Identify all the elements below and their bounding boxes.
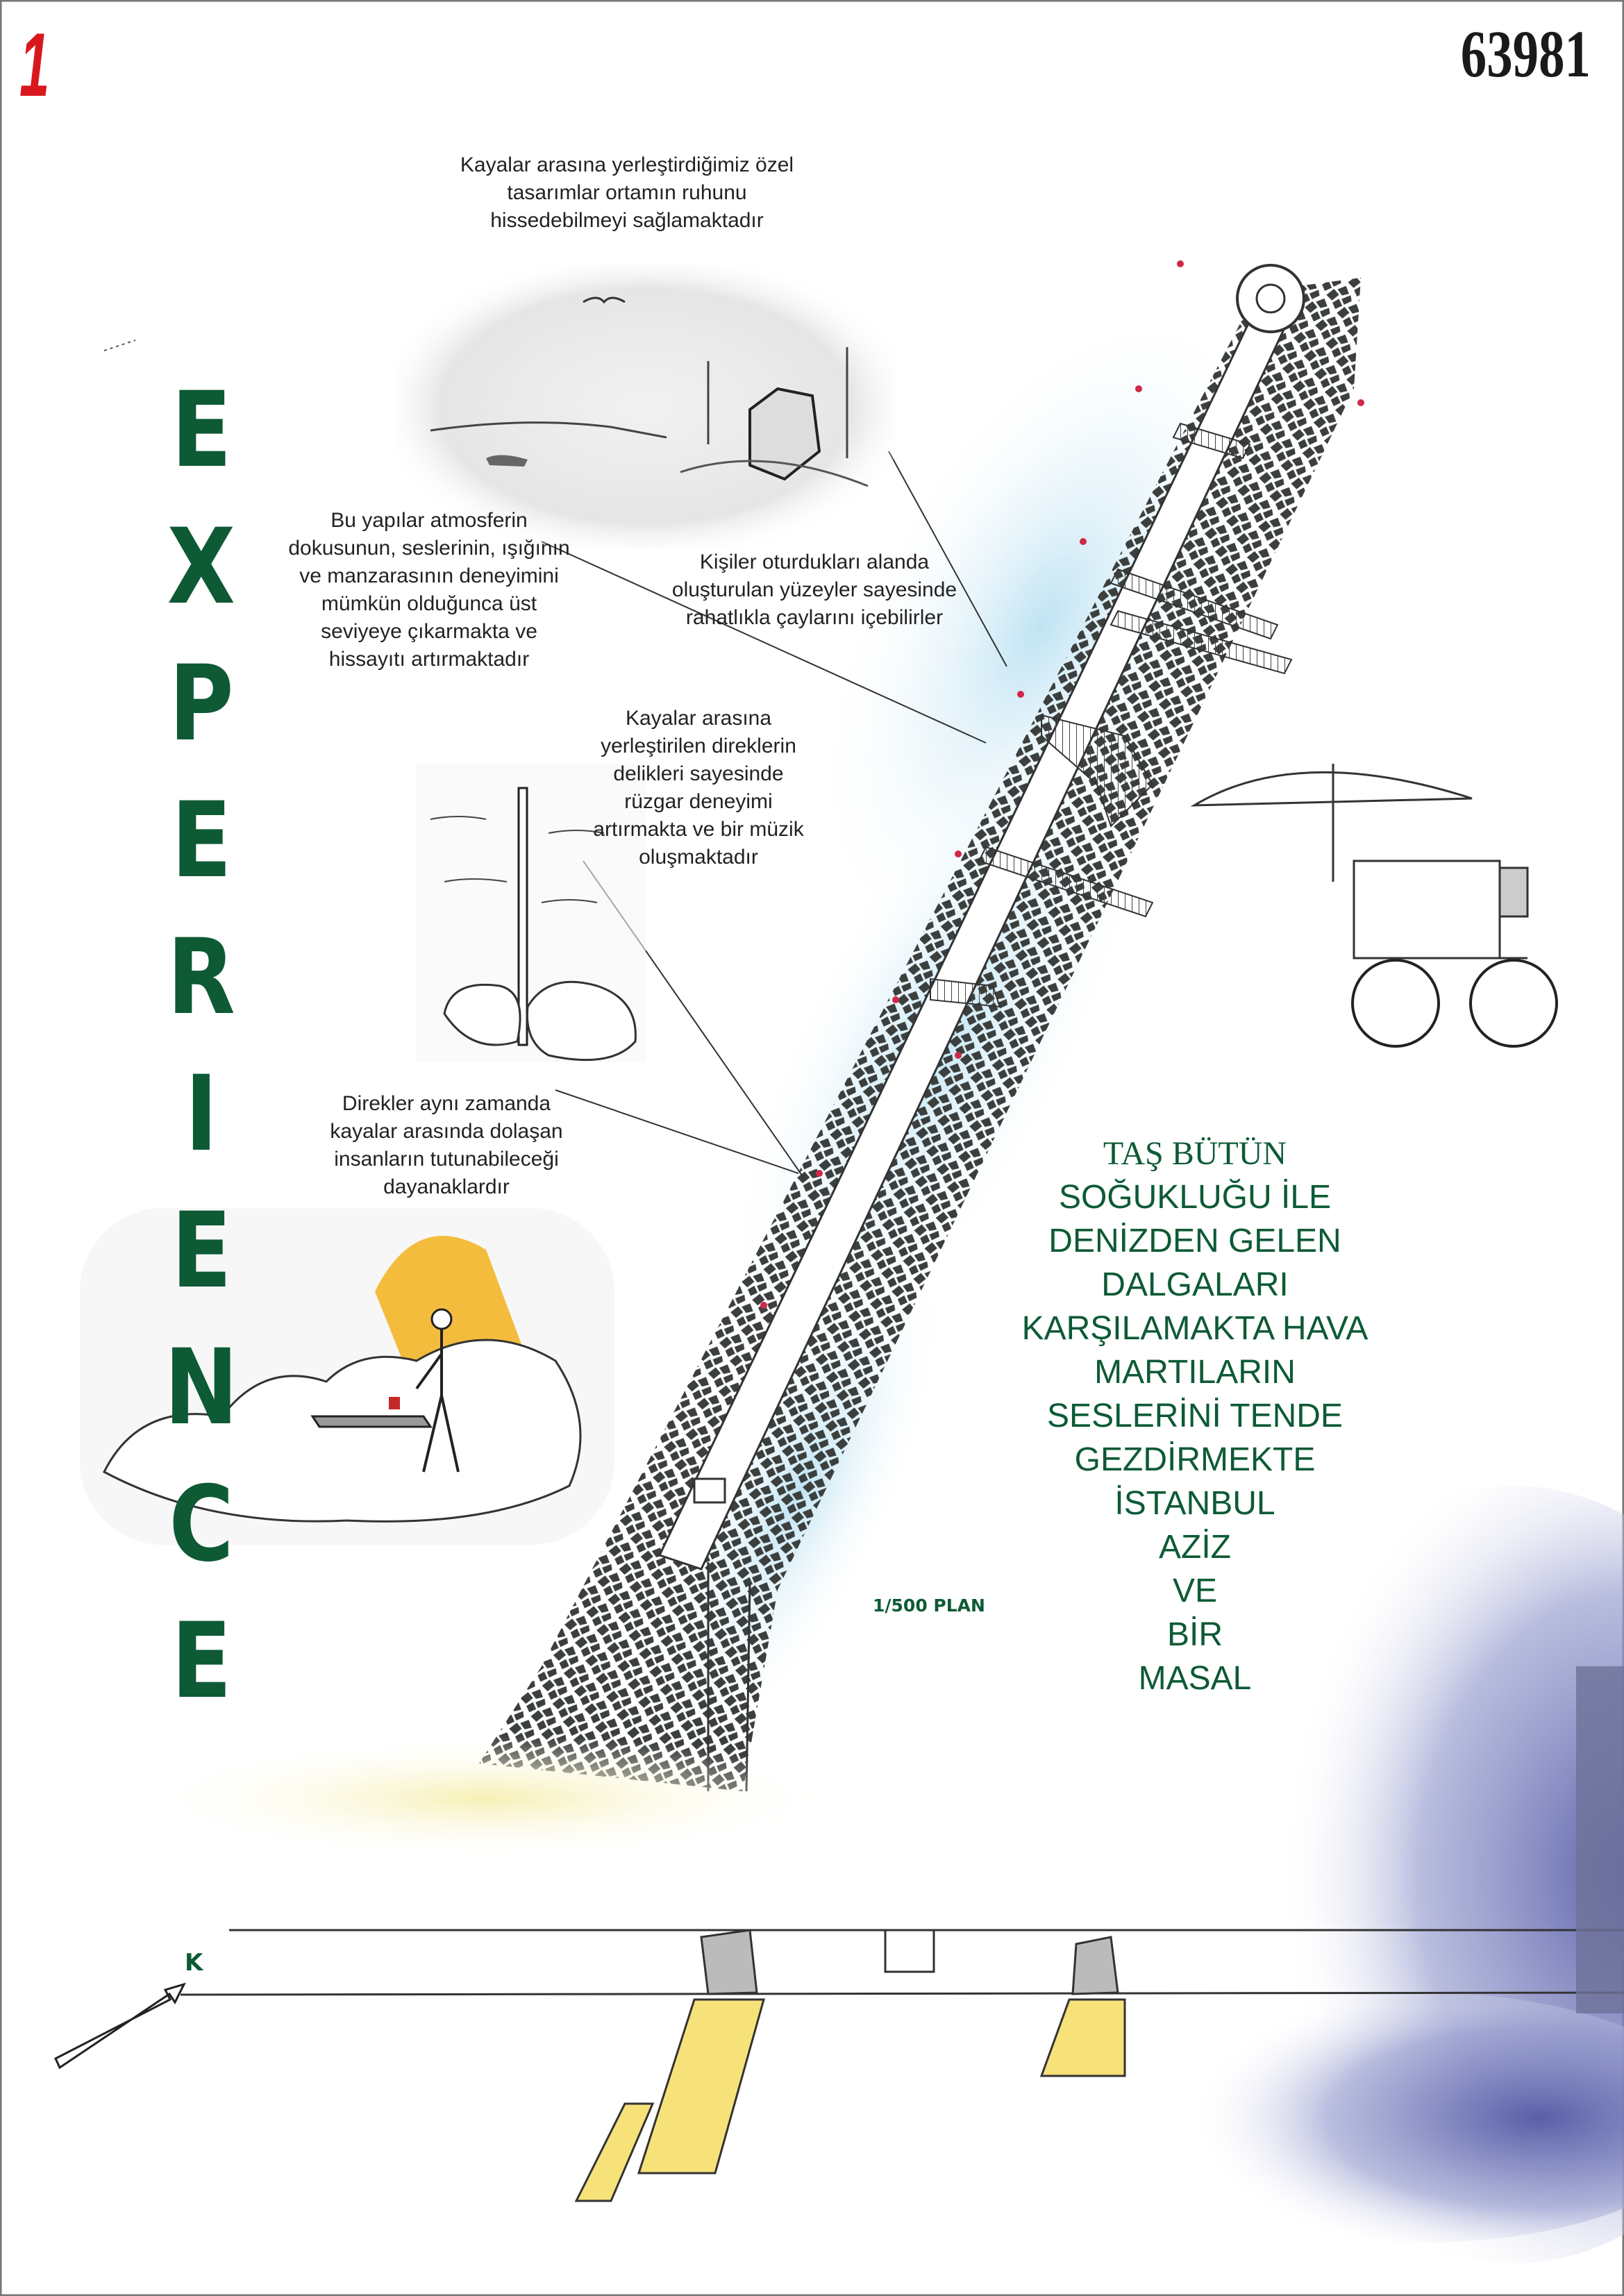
poem-line: AZİZ <box>1158 1529 1231 1566</box>
poem-line: İSTANBUL <box>1114 1485 1275 1522</box>
poem-line: SOĞUKLUĞU İLE <box>1058 1179 1332 1216</box>
vertical-title-experience: E X P E R I E N C E <box>160 361 243 1729</box>
poem-line: GEZDİRMEKTE <box>1074 1441 1316 1478</box>
poem-line: SESLERİNİ TENDE <box>1047 1398 1343 1434</box>
title-letter: N <box>164 1327 239 1448</box>
caption-atmosphere: Bu yapılar atmosferin dokusunun, sesleri… <box>288 509 570 671</box>
dash-mark <box>103 340 136 351</box>
pier-plan <box>479 260 1364 1792</box>
title-letter: E <box>171 780 232 901</box>
poem-line: DENİZDEN GELEN <box>1048 1223 1341 1259</box>
elevation-drawing <box>125 1486 1624 2263</box>
poem-line: BİR <box>1166 1616 1223 1653</box>
caption-seating: Kişiler oturdukları alanda oluşturulan y… <box>671 551 957 629</box>
north-arrow-icon <box>54 1982 186 2070</box>
poem-line: VE <box>1172 1573 1218 1609</box>
sheet-number: 1 <box>19 14 50 115</box>
caption-poles-wind: Kayalar arasına yerleştirilen direklerin… <box>593 707 804 869</box>
poem-line: MARTILARIN <box>1094 1354 1296 1391</box>
entry-code: 63981 <box>1460 17 1591 91</box>
title-letter: P <box>169 644 234 764</box>
caption-poles-support: Direkler aynı zamanda kayalar arasında d… <box>330 1092 563 1198</box>
sketch-seaside-structures <box>396 264 896 548</box>
poem-line: KARŞILAMAKTA HAVA <box>1021 1310 1368 1347</box>
caption-special-designs: Kayalar arasına yerleştirdiğimiz özel ta… <box>460 153 794 232</box>
poem: TAŞ BÜTÜN SOĞUKLUĞU İLE DENİZDEN GELEN D… <box>1022 1132 1368 1700</box>
title-letter: R <box>167 917 236 1038</box>
title-letter: I <box>185 1054 218 1175</box>
sketch-seating-rocks <box>80 1208 614 1545</box>
title-letter: E <box>171 1191 232 1312</box>
title-letter: E <box>171 1601 232 1722</box>
sketch-tea-cart <box>1190 764 1558 1048</box>
title-letter: X <box>167 507 236 628</box>
poem-line: MASAL <box>1138 1660 1252 1697</box>
title-letter: E <box>171 370 232 491</box>
plan-scale-label: 1/500 PLAN <box>873 1595 985 1616</box>
poem-line: DALGALARI <box>1101 1266 1289 1303</box>
sketch-wind-pole <box>417 764 646 1062</box>
title-letter: C <box>169 1464 234 1585</box>
north-label: K <box>185 1949 203 1977</box>
poem-line: TAŞ BÜTÜN <box>1103 1135 1287 1172</box>
